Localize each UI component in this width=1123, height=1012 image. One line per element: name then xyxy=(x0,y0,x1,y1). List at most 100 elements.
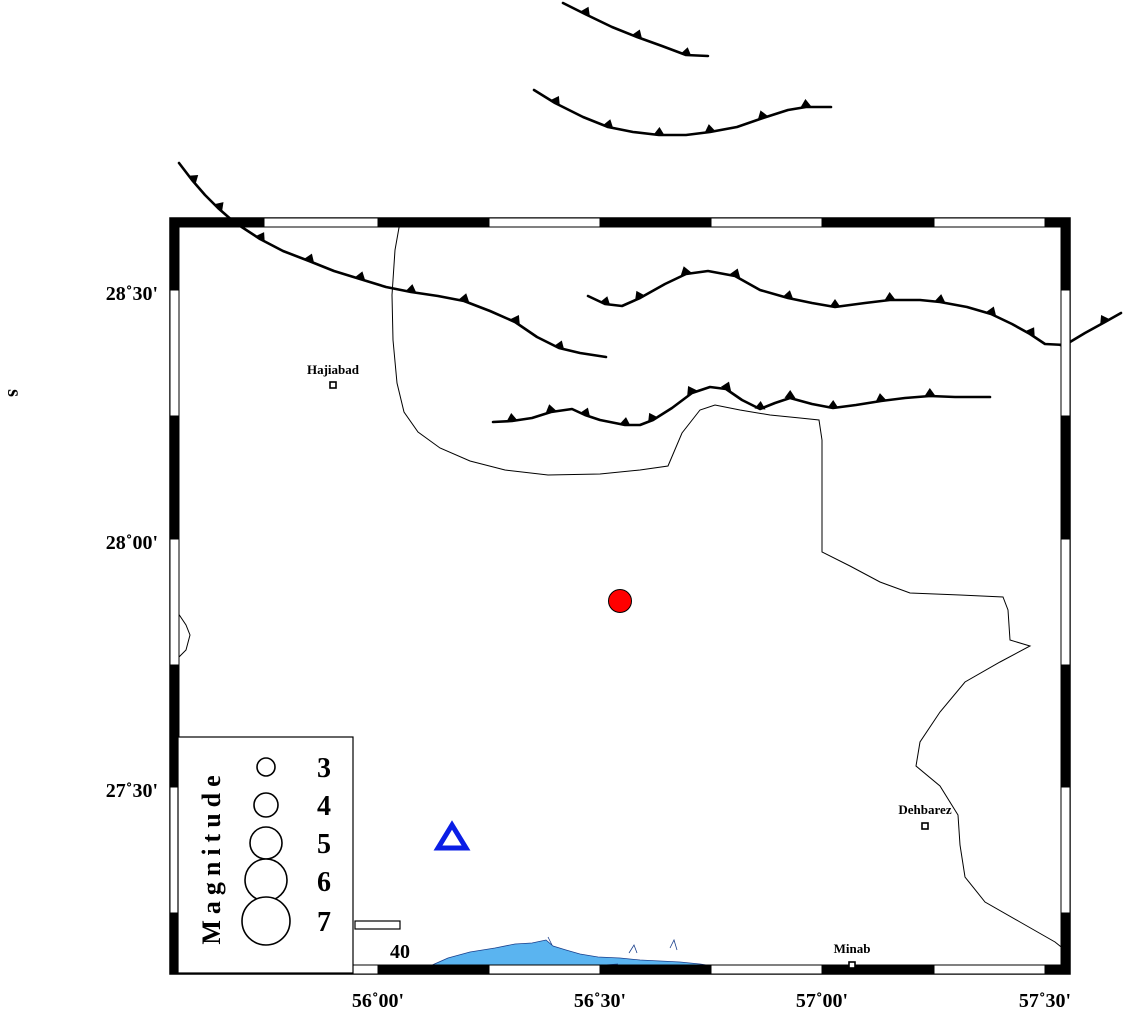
frame-bar-bottom xyxy=(377,964,490,975)
fault-barb xyxy=(827,400,839,409)
west-border-fragment xyxy=(177,612,191,659)
frame-bar-bottom xyxy=(488,964,601,975)
fault-barb xyxy=(602,119,614,129)
fault-barb xyxy=(1025,327,1035,337)
triangle-icon xyxy=(433,820,471,851)
square-marker-icon xyxy=(848,961,856,969)
frame-bar-right xyxy=(1060,415,1071,540)
frame-bar-left xyxy=(169,538,180,666)
scale-bar-label: 40 xyxy=(390,941,410,963)
fault-barb xyxy=(648,412,658,423)
frame-bar-right xyxy=(1060,664,1071,788)
scale-bar-segment xyxy=(354,920,401,930)
fault-barb xyxy=(757,110,769,120)
lat-tick-28-00: 28˚00' xyxy=(106,532,158,554)
frame-bar-top xyxy=(599,217,712,228)
fault-barb xyxy=(599,296,611,306)
frame-bar-bottom xyxy=(821,964,935,975)
frame-bar-top xyxy=(933,217,1046,228)
fault-barb xyxy=(635,290,645,301)
fault-barb xyxy=(354,271,366,281)
fault-line xyxy=(586,269,1123,347)
legend-label-5: 5 xyxy=(317,829,331,860)
frame-bar-left xyxy=(169,415,180,540)
frame-bar-bottom xyxy=(933,964,1046,975)
frame-bar-top xyxy=(169,217,265,228)
fault-barb xyxy=(1100,315,1110,325)
city-label-minab: Minab xyxy=(834,941,871,956)
fault-barb xyxy=(729,268,741,278)
legend-circle-icon xyxy=(241,896,291,946)
fault-barb xyxy=(458,293,470,303)
frame-bar-right xyxy=(1060,912,1071,975)
coast-detail xyxy=(547,936,678,968)
legend-label-4: 4 xyxy=(317,791,331,822)
fault-barb xyxy=(800,99,812,108)
fault-barb xyxy=(580,6,590,17)
lon-tick-57-00: 57˚00' xyxy=(796,990,848,1012)
frame-bar-bottom xyxy=(710,964,823,975)
lat-tick-28-30: 28˚30' xyxy=(106,283,158,305)
fault-barb xyxy=(884,292,896,301)
frame-bar-top xyxy=(488,217,601,228)
fault-barb xyxy=(188,175,199,185)
legend-circle-icon xyxy=(253,792,279,818)
legend-label-7: 7 xyxy=(317,907,331,938)
province-border xyxy=(391,221,1066,951)
fault-barb xyxy=(303,253,315,263)
fault-barb xyxy=(687,386,697,396)
fault-barb xyxy=(405,284,417,293)
fault-barb xyxy=(550,96,560,106)
fault-barb xyxy=(924,388,936,397)
frame-bar-top xyxy=(377,217,490,228)
legend-circle-icon xyxy=(256,757,276,777)
fault-barb xyxy=(631,29,643,39)
fault-barb xyxy=(619,417,631,426)
fault-barb xyxy=(510,315,520,325)
lat-tick-27-30: 27˚30' xyxy=(106,780,158,802)
frame-bar-right xyxy=(1060,217,1071,291)
filled-circle-icon xyxy=(608,589,632,613)
square-marker-icon xyxy=(921,822,929,830)
fault-barb xyxy=(506,413,518,422)
square-marker-icon xyxy=(329,381,337,389)
fault-barb xyxy=(782,290,794,300)
fault-barb xyxy=(680,47,692,57)
fault-barb xyxy=(680,266,692,276)
fault-barb xyxy=(754,401,766,410)
city-label-dehbarez: Dehbarez xyxy=(898,802,951,817)
fault-barb xyxy=(720,381,732,392)
scale-bar: 40 xyxy=(354,920,410,963)
fault-barb xyxy=(875,393,887,402)
lon-tick-56-30: 56˚30' xyxy=(574,990,626,1012)
magnitude-legend: Magnitude 3 4 5 6 7 xyxy=(177,736,354,974)
legend-label-6: 6 xyxy=(317,867,331,898)
frame-bar-top xyxy=(821,217,935,228)
frame-bar-right xyxy=(1060,786,1071,914)
fault-barb xyxy=(784,390,796,399)
frame-bar-top xyxy=(710,217,823,228)
side-glyph: s xyxy=(3,389,25,397)
frame-bar-top xyxy=(263,217,379,228)
fault-barb xyxy=(553,340,565,350)
frame-bar-right xyxy=(1060,538,1071,666)
fault-barb xyxy=(214,202,224,212)
fault-line xyxy=(532,88,833,137)
fault-barb xyxy=(255,232,265,242)
frame-bar-right xyxy=(1060,289,1071,417)
frame-bar-bottom xyxy=(599,964,712,975)
legend-title: Magnitude xyxy=(197,769,226,944)
fault-barb xyxy=(934,294,946,303)
fault-barb xyxy=(545,404,557,414)
fault-barb xyxy=(704,124,716,133)
legend-circle-icon xyxy=(244,858,288,902)
fault-line xyxy=(491,385,992,427)
fault-barb xyxy=(985,306,997,316)
lon-tick-56-00: 56˚00' xyxy=(352,990,404,1012)
fault-barb xyxy=(829,299,841,307)
frame-bar-left xyxy=(169,289,180,417)
fault-barb xyxy=(653,127,665,136)
frame-bar-left xyxy=(169,217,180,291)
city-label-hajiabad: Hajiabad xyxy=(307,362,360,377)
